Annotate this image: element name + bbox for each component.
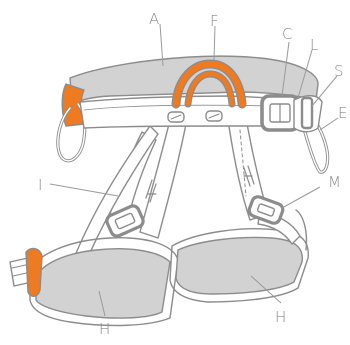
leader-e (320, 118, 338, 130)
label-m: M (328, 173, 341, 191)
rear-elastic-left (74, 126, 158, 262)
label-e: E (338, 104, 347, 122)
belt-keeper (302, 98, 312, 128)
label-a: A (149, 10, 159, 28)
leg-loop-right-padding (176, 238, 302, 295)
label-c: C (282, 25, 292, 43)
label-f: F (210, 12, 219, 30)
leader-f (214, 26, 215, 60)
label-h-right: H (275, 308, 286, 326)
label-l: L (310, 36, 318, 54)
label-i: I (38, 176, 42, 194)
leader-m (282, 187, 320, 208)
label-s: S (334, 62, 344, 80)
label-h-left: H (99, 320, 110, 338)
